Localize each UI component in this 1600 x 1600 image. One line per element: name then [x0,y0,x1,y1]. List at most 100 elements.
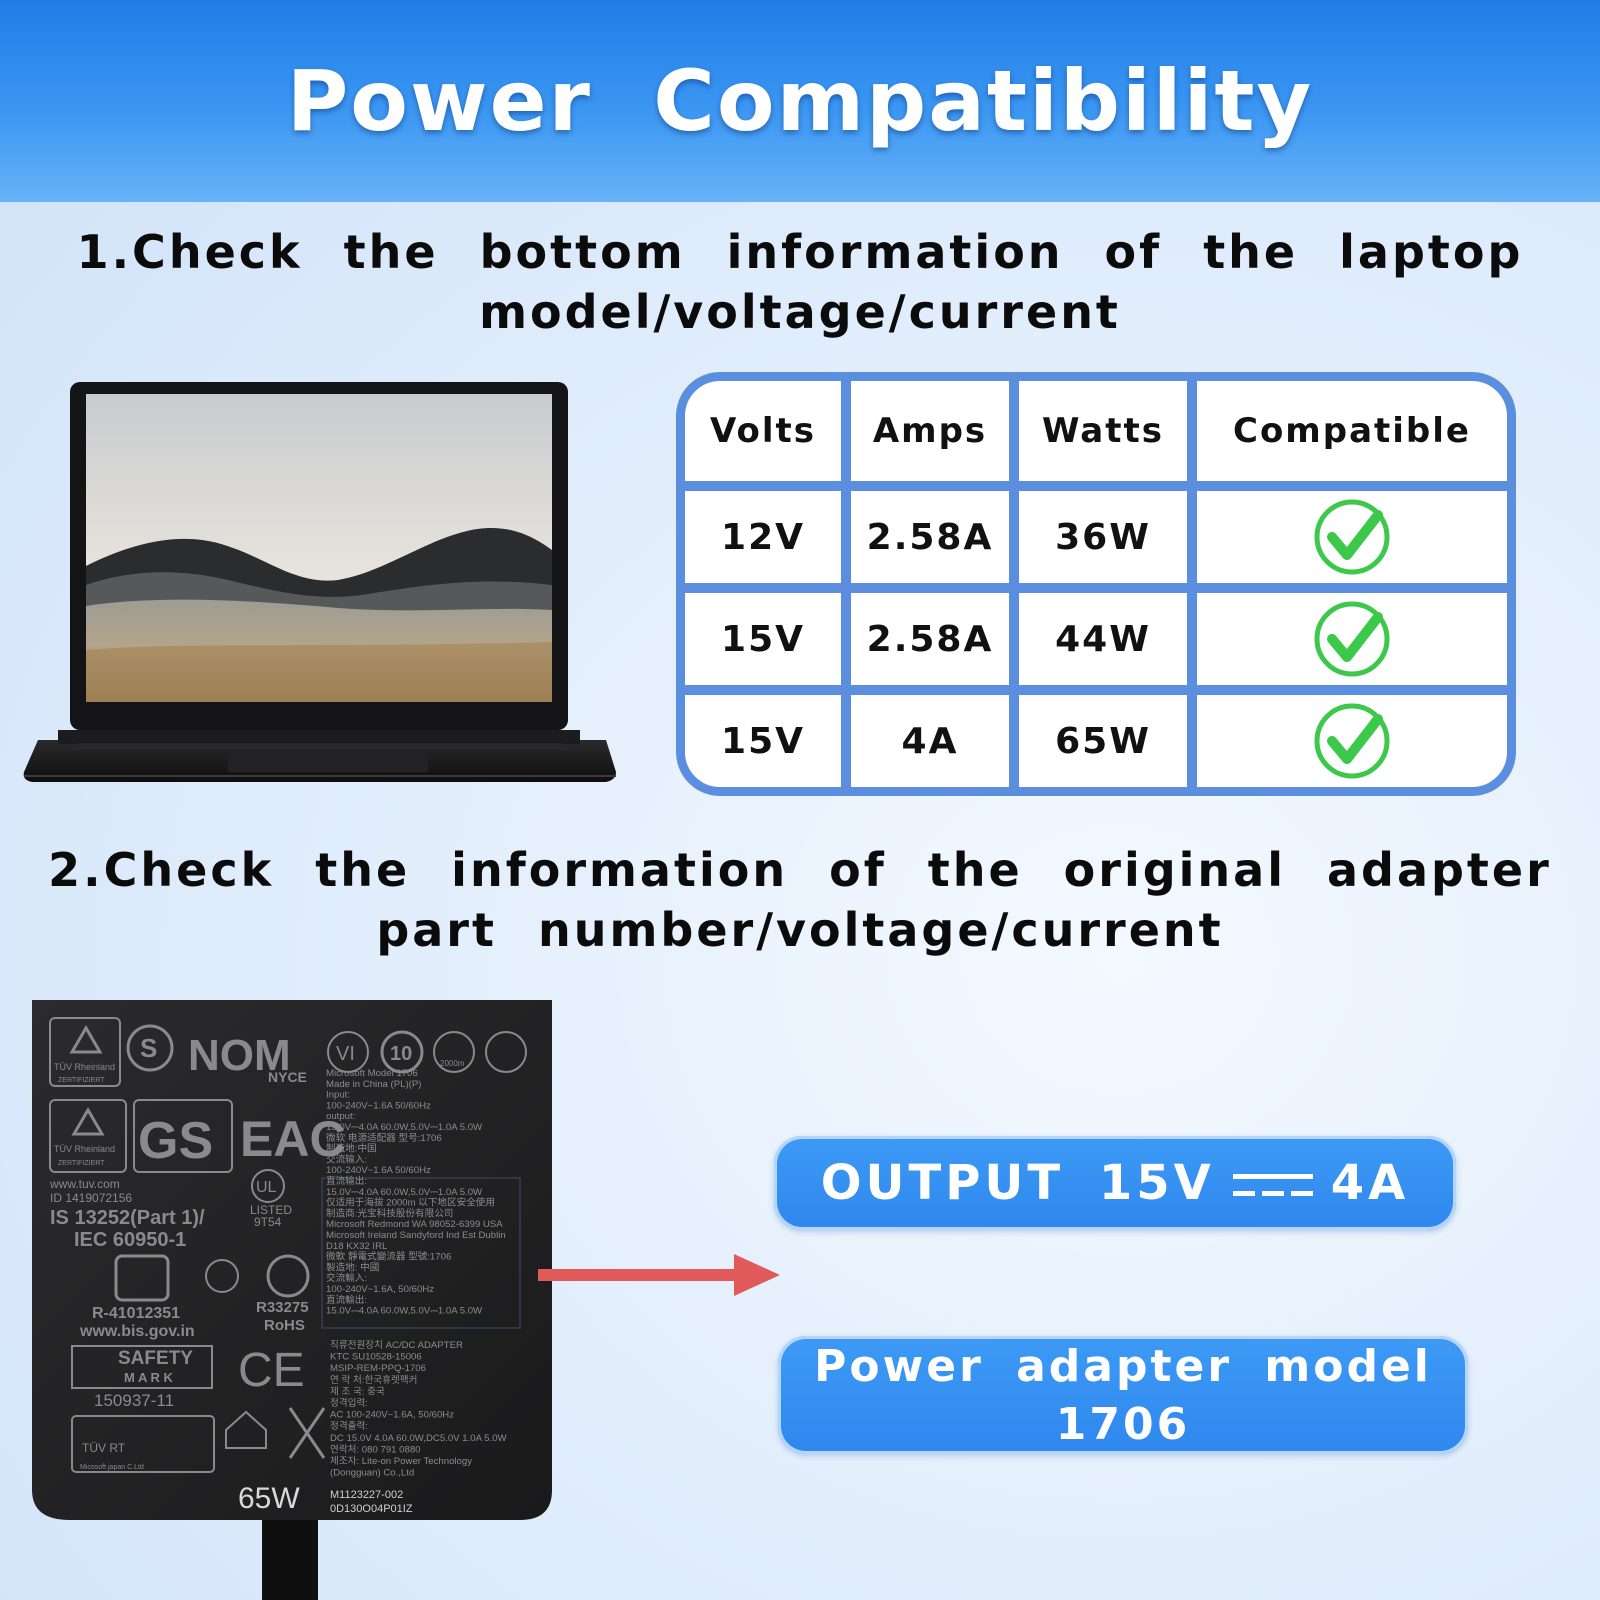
step1-heading-line2: model/voltage/current [479,285,1121,339]
adapter-spec-line: Microsoft Ireland Sandyford Ind Est Dubl… [326,1230,506,1241]
adapter-spec-line: 制造商:光宝科技股份有限公司 [326,1207,453,1219]
adapter-kc-line: (Dongguan) Co.,Ltd [330,1468,414,1479]
svg-text:65W: 65W [238,1482,300,1515]
svg-text:R-41012351: R-41012351 [92,1305,180,1322]
svg-text:ZERTIFIZIERT: ZERTIFIZIERT [58,1160,105,1167]
adapter-spec-line: 100-240V~1.6A, 50/60Hz [326,1284,434,1295]
table-cell-watts: 36W [1055,516,1151,558]
step1-heading: 1.Check the bottom information of the la… [0,222,1600,342]
compatibility-table: Volts Amps Watts Compatible 12V 2.58A 36… [676,372,1516,796]
svg-text:EAC: EAC [240,1111,346,1167]
check-icon [1197,695,1507,787]
svg-text:RoHS: RoHS [264,1317,305,1334]
adapter-model-badge: Power adapter model 1706 [778,1336,1468,1454]
table-cell-watts: 65W [1055,720,1151,762]
adapter-kc-line: KTC SU10528-15006 [330,1352,422,1363]
output-prefix: OUTPUT 15V [820,1155,1215,1211]
svg-text:Micosoft japan C.Ltd: Micosoft japan C.Ltd [80,1464,144,1471]
adapter-kc-line: AC 100-240V~1.6A, 50/60Hz [330,1410,454,1421]
adapter-spec-line: 直流输出: [326,1175,367,1187]
adapter-label-image: TÜV Rheinland ZERTIFIZIERT S NOM NYCE VI… [32,1000,552,1600]
svg-text:M A R K: M A R K [124,1370,173,1385]
page-title: Power Compatibility [286,52,1314,150]
pointer-arrow [538,1254,780,1296]
table-cell-volts: 15V [721,618,805,660]
tuv1-text: TÜV Rheinland [54,1062,115,1072]
svg-text:IEC 60950-1: IEC 60950-1 [74,1229,186,1251]
adapter-spec-line: 直流輸出: [326,1294,367,1306]
adapter-spec-line: 15.0V⎓4.0A 60.0W,5.0V⎓1.0A 5.0W [326,1122,483,1133]
table-cell-watts: 44W [1055,618,1151,660]
svg-text:UL: UL [256,1179,277,1196]
svg-text:9T54: 9T54 [254,1215,282,1229]
adapter-spec-line: Made in China (PL)(P) [326,1079,421,1090]
svg-text:10: 10 [390,1043,412,1065]
adapter-spec-line: output: [326,1111,355,1122]
svg-text:0D130O04P01IZ: 0D130O04P01IZ [330,1503,413,1515]
adapter-spec-line: 100-240V~1.6A 50/60Hz [326,1100,431,1111]
adapter-kc-line: 연 락 처:한국휴렛팩커 [330,1374,417,1386]
adapter-spec-line: 製造地: 中國 [326,1261,379,1273]
svg-text:NOM: NOM [188,1031,291,1080]
output-suffix: 4A [1330,1155,1410,1211]
title-banner: Power Compatibility [0,0,1600,202]
svg-text:ID 1419072156: ID 1419072156 [50,1191,132,1205]
adapter-spec-line: 15.0V⎓4.0A 60.0W,5.0V⎓1.0A 5.0W [326,1187,483,1198]
adapter-kc-line: 직류전원장치 AC/DC ADAPTER [330,1339,463,1351]
adapter-spec-line: Input: [326,1090,350,1101]
model-line1: Power adapter model [814,1341,1432,1392]
svg-text:GS: GS [138,1112,213,1170]
step2-heading-line1: 2.Check the information of the original … [48,843,1552,897]
adapter-spec-line: 交流输入: [326,1153,367,1165]
svg-text:ZERTIFIZIERT: ZERTIFIZIERT [58,1077,105,1084]
adapter-kc-line: 제조자: Lite-on Power Technology [330,1456,472,1467]
output-spec-badge: OUTPUT 15V 4A [774,1136,1456,1230]
adapter-kc-line: MSIP-REM-PPQ-1706 [330,1363,426,1374]
svg-text:150937-11: 150937-11 [94,1391,174,1410]
svg-text:TÜV RT: TÜV RT [82,1441,126,1455]
adapter-spec-line: 交流輸入: [326,1272,367,1284]
step1-heading-line1: 1.Check the bottom information of the la… [76,225,1524,279]
table-cell-amps: 2.58A [866,516,994,558]
adapter-kc-line: 제 조 국: 중국 [330,1386,385,1397]
adapter-spec-line: Microsoft Model 1706 [326,1068,418,1079]
adapter-spec-line: D18 KX32 IRL [326,1241,388,1252]
header-watts: Watts [1042,411,1164,451]
header-compatible: Compatible [1233,411,1471,451]
step2-heading: 2.Check the information of the original … [0,840,1600,960]
svg-text:2000m: 2000m [440,1059,465,1068]
table-cell-volts: 15V [721,720,805,762]
adapter-spec-line: 微軟 靜電式變流器 型號:1706 [326,1251,451,1263]
adapter-kc-line: 정격출력: [330,1420,368,1432]
adapter-spec-line: 100-240V~1.6A 50/60Hz [326,1165,431,1176]
adapter-spec-line: 微软 电源适配器 型号:1706 [326,1132,442,1144]
table-cell-amps: 2.58A [866,618,994,660]
svg-text:NYCE: NYCE [268,1069,307,1085]
adapter-spec-line: 15.0V⎓4.0A 60.0W,5.0V⎓1.0A 5.0W [326,1306,483,1317]
table-cell-amps: 4A [901,720,959,762]
check-icon [1197,593,1507,685]
model-line2: 1706 [1055,1399,1191,1450]
svg-text:R33275: R33275 [256,1299,309,1316]
svg-text:VI: VI [336,1043,355,1065]
svg-text:IS 13252(Part 1)/: IS 13252(Part 1)/ [50,1207,205,1229]
svg-text:SAFETY: SAFETY [118,1348,193,1369]
adapter-spec-line: 制造地:中国 [326,1143,377,1155]
header-amps: Amps [872,411,988,451]
svg-text:M1123227-002: M1123227-002 [330,1489,403,1501]
svg-text:S: S [140,1033,157,1063]
adapter-kc-line: 연락처: 080 791 0880 [330,1443,421,1455]
table-cell-volts: 12V [721,516,805,558]
dc-symbol-icon [1232,1139,1313,1233]
svg-text:www.tuv.com: www.tuv.com [49,1177,120,1191]
svg-text:CE: CE [238,1344,305,1397]
svg-text:TÜV Rheinland: TÜV Rheinland [54,1144,115,1154]
step2-heading-line2: part number/voltage/current [376,903,1224,957]
adapter-kc-line: DC 15.0V 4.0A 60.0W,DC5.0V 1.0A 5.0W [330,1433,507,1444]
svg-text:www.bis.gov.in: www.bis.gov.in [79,1323,195,1340]
check-icon [1197,491,1507,583]
adapter-spec-line: 仅适用于海拔 2000m 以下地区安全使用 [326,1197,495,1209]
laptop-image [23,382,616,782]
header-volts: Volts [710,411,816,451]
adapter-kc-line: 정격입력: [330,1397,368,1409]
